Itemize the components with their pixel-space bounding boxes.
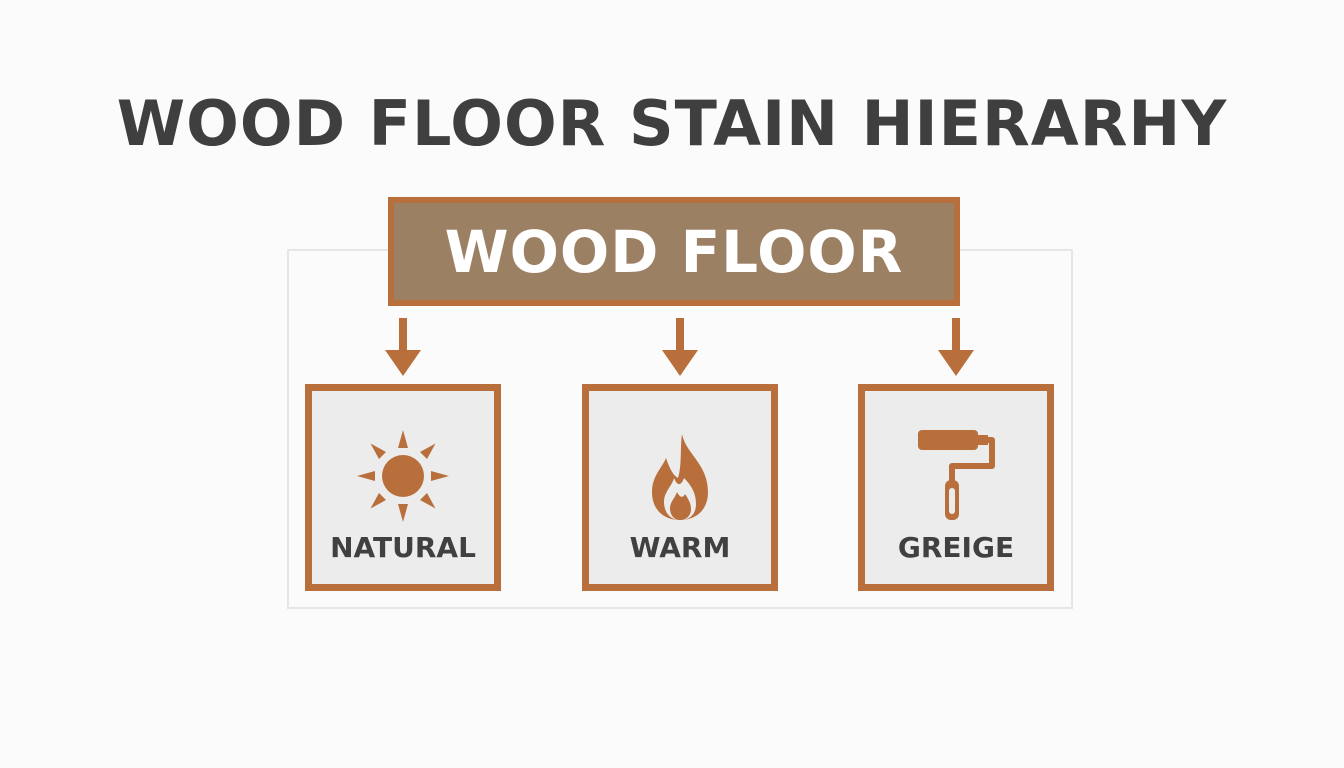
- paint-roller-icon: [918, 430, 995, 520]
- flame-icon: [652, 434, 708, 520]
- child-node-label: NATURAL: [330, 531, 476, 564]
- arrow-down-icon: [938, 318, 974, 376]
- root-node-label: WOOD FLOOR: [444, 217, 904, 286]
- arrow-down-icon: [385, 318, 421, 376]
- arrow-down-icon: [662, 318, 698, 376]
- sun-icon: [357, 430, 449, 522]
- child-node-warm: WARM: [582, 384, 778, 591]
- child-node-label: GREIGE: [897, 531, 1015, 564]
- child-node-greige: GREIGE: [858, 384, 1054, 591]
- root-node: WOOD FLOOR: [388, 197, 960, 306]
- diagram-title: WOOD FLOOR STAIN HIERARHY: [116, 87, 1228, 160]
- child-node-label: WARM: [629, 531, 731, 564]
- child-node-natural: NATURAL: [305, 384, 501, 591]
